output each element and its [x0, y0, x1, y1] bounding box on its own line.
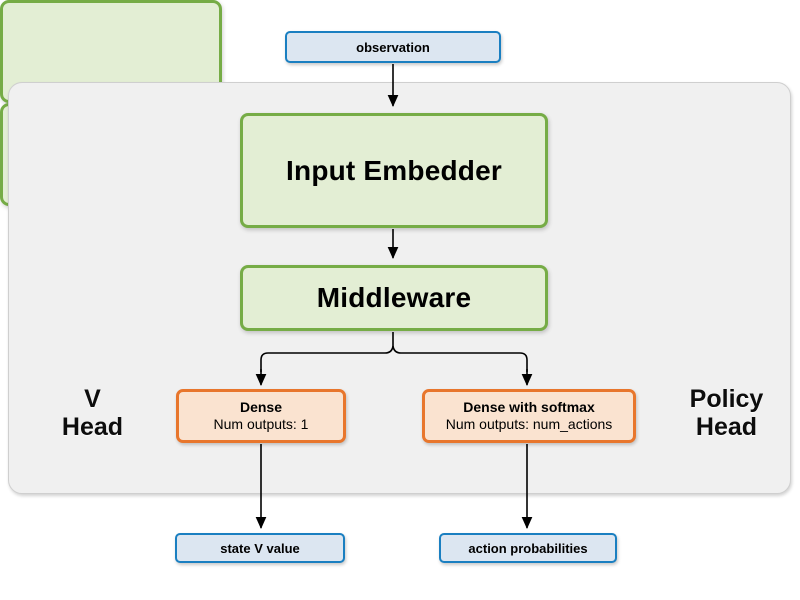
- layer-policy-head-dense-subtitle: Num outputs: num_actions: [445, 416, 613, 432]
- layer-policy-head-dense[interactable]: Dense with softmax Num outputs: num_acti…: [422, 389, 636, 443]
- input-node-observation-label: observation: [356, 39, 430, 55]
- label-v-head-line2: Head: [61, 413, 124, 441]
- output-node-state-v-value-label: state V value: [220, 540, 300, 556]
- output-node-action-probabilities-label: action probabilities: [468, 540, 588, 556]
- layer-v-head-dense[interactable]: Dense Num outputs: 1: [176, 389, 346, 443]
- output-node-action-probabilities[interactable]: action probabilities: [439, 533, 617, 563]
- block-middleware[interactable]: Middleware: [240, 265, 548, 331]
- label-policy-head-line2: Head: [695, 413, 758, 441]
- layer-v-head-dense-subtitle: Num outputs: 1: [213, 416, 309, 432]
- label-v-head-line1: V: [84, 385, 101, 413]
- block-input-embedder-label: Input Embedder: [286, 154, 502, 186]
- label-v-head: V Head: [40, 385, 145, 441]
- layer-policy-head-dense-title: Dense with softmax: [463, 398, 595, 415]
- block-input-embedder[interactable]: Input Embedder: [240, 113, 548, 228]
- input-node-observation[interactable]: observation: [285, 31, 501, 63]
- label-policy-head: Policy Head: [664, 385, 789, 441]
- output-node-state-v-value[interactable]: state V value: [175, 533, 345, 563]
- layer-v-head-dense-title: Dense: [239, 398, 283, 415]
- label-policy-head-line1: Policy: [689, 385, 764, 413]
- block-middleware-label: Middleware: [316, 282, 472, 313]
